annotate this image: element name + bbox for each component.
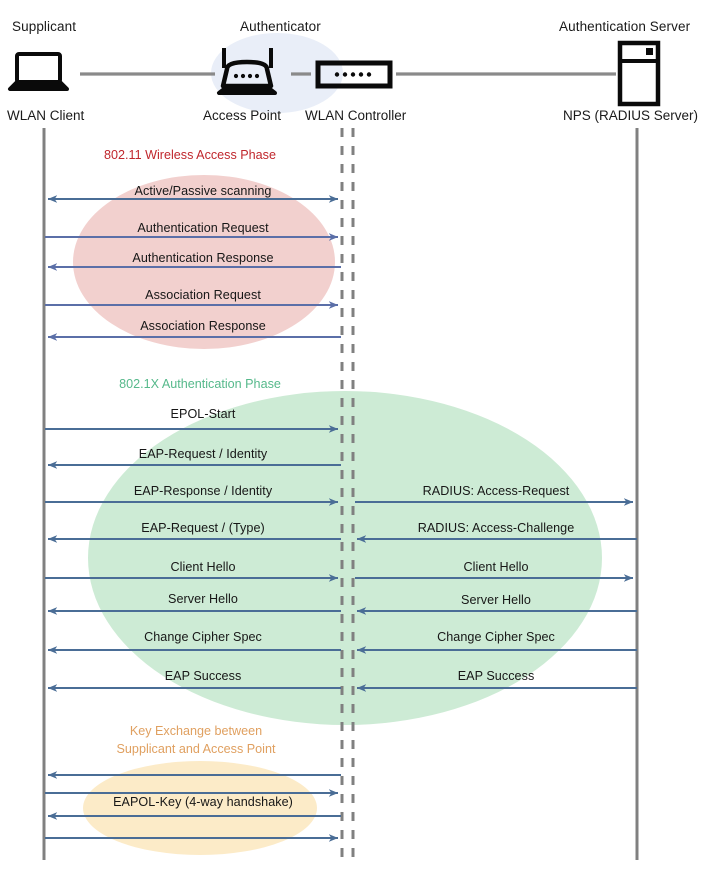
phase-heading-key-exchange-line1: Key Exchange between <box>129 724 263 738</box>
message-label-server-hello-left: Server Hello <box>168 592 238 606</box>
message-label-association-response: Association Response <box>140 319 266 333</box>
role-name-wlan-controller: WLAN Controller <box>305 108 407 123</box>
phase-heading-dot1x: 802.1X Authentication Phase <box>119 377 281 391</box>
message-label-client-hello-left: Client Hello <box>170 560 236 574</box>
wlan-controller-icon <box>315 60 393 89</box>
role-name-nps-radius-server: NPS (RADIUS Server) <box>563 108 699 123</box>
message-label-client-hello-right: Client Hello <box>463 560 529 574</box>
lifelines <box>42 128 639 860</box>
message-label-change-cipher-spec-left: Change Cipher Spec <box>144 630 262 644</box>
role-title-authentication-server: Authentication Server <box>559 19 691 34</box>
server-icon <box>617 40 661 107</box>
laptop-icon <box>8 52 69 91</box>
message-label-server-hello-right: Server Hello <box>461 593 531 607</box>
message-label-eapol-start: EPOL-Start <box>170 407 236 421</box>
role-name-wlan-client: WLAN Client <box>7 108 85 123</box>
phase-heading-key-exchange-line2: Supplicant and Access Point <box>116 742 276 756</box>
message-label-active-passive-scanning: Active/Passive scanning <box>134 184 272 198</box>
ellipse-key-exchange <box>83 761 317 855</box>
message-label-association-request: Association Request <box>145 288 261 302</box>
role-title-supplicant: Supplicant <box>12 19 77 34</box>
arrows-wireless-access <box>45 195 341 341</box>
access-point-icon <box>217 48 277 95</box>
arrows-key-exchange <box>45 771 341 842</box>
authenticator-halo <box>211 33 343 113</box>
message-label-eap-response-identity: EAP-Response / Identity <box>133 484 273 498</box>
role-name-access-point: Access Point <box>203 108 282 123</box>
message-label-authentication-response: Authentication Response <box>132 251 274 265</box>
message-label-radius-access-challenge: RADIUS: Access-Challenge <box>417 521 575 535</box>
message-label-eap-success-right: EAP Success <box>457 669 535 683</box>
message-label-change-cipher-spec-right: Change Cipher Spec <box>437 630 555 644</box>
arrows-dot1x-right <box>355 498 637 692</box>
message-label-eap-request-type: EAP-Request / (Type) <box>141 521 265 535</box>
arrows-dot1x-left <box>45 425 341 692</box>
message-label-authentication-request: Authentication Request <box>137 221 269 235</box>
message-label-radius-access-request: RADIUS: Access-Request <box>422 484 570 498</box>
ellipse-dot1x <box>88 391 602 725</box>
message-label-eap-request-identity: EAP-Request / Identity <box>138 447 268 461</box>
message-label-eapol-key-4way: EAPOL-Key (4-way handshake) <box>113 795 293 809</box>
message-label-eap-success-left: EAP Success <box>164 669 242 683</box>
role-title-authenticator: Authenticator <box>240 19 321 34</box>
phase-heading-wireless-access: 802.11 Wireless Access Phase <box>104 148 276 162</box>
